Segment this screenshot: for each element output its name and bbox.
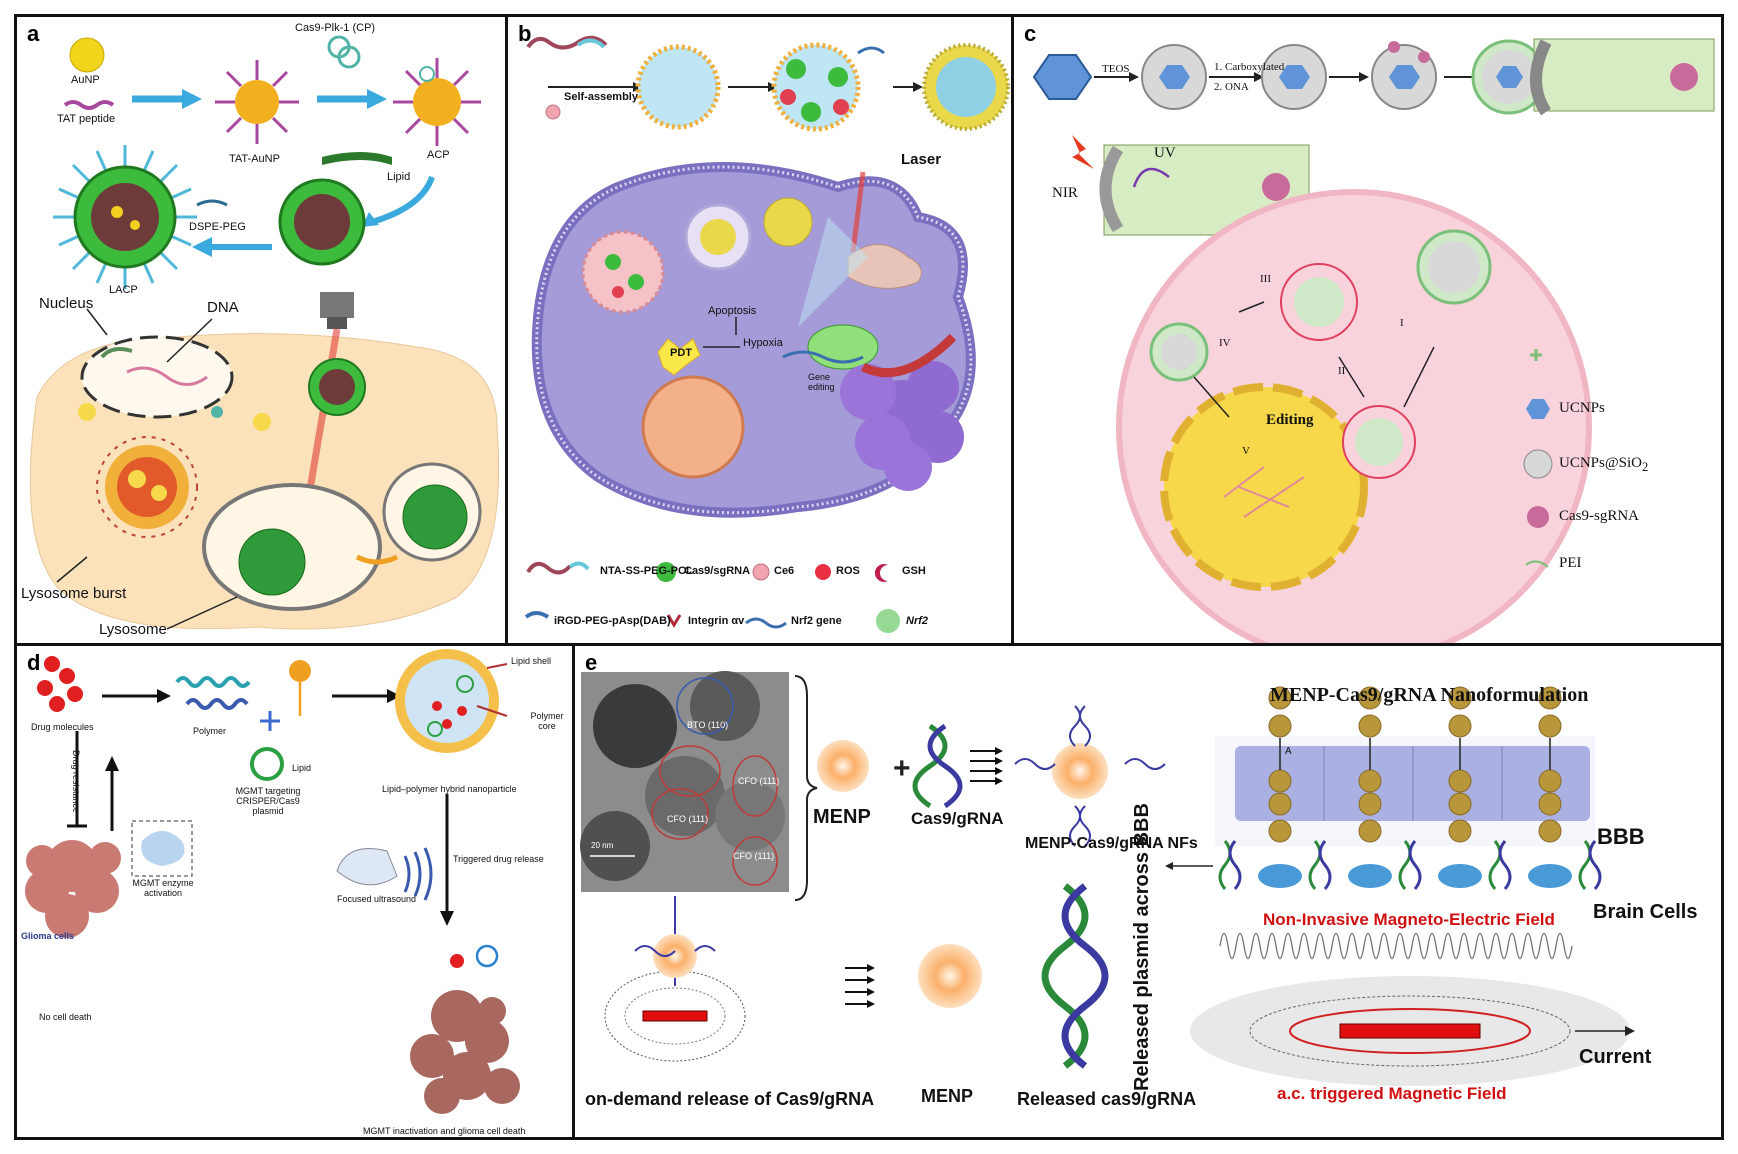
panel-c-graphic (1032, 38, 1715, 643)
tem-label-cfo-3: CFO (111) (733, 851, 775, 861)
roman-2: II (1338, 365, 1346, 377)
cas9-grna-label: Cas9/gRNA (911, 809, 1004, 828)
ac-magnetic-field-label: a.c. triggered Magnetic Field (1277, 1084, 1507, 1103)
legend-nrf2-gene: Nrf2 gene (791, 615, 842, 627)
roman-5: V (1242, 445, 1250, 457)
roman-4: IV (1219, 337, 1231, 349)
panel-b-graphic (524, 35, 1010, 633)
legend-cas9: Cas9/sgRNA (684, 565, 751, 577)
tem-label-bto: BTO (110) (687, 720, 729, 730)
legend-nta: NTA-SS-PEG-PCL (600, 565, 693, 577)
lipid-shell-label: Lipid shell (511, 656, 552, 666)
legend-ucnps-sio2-sub: 2 (1642, 460, 1649, 474)
bbb-label: BBB (1597, 824, 1645, 849)
lipid-label: Lipid (387, 171, 411, 183)
tem-label-cfo-1: CFO (111) (738, 776, 780, 786)
panel-e-graphic: + (580, 671, 1635, 1086)
hybrid-label: Lipid–polymer hybrid nanoparticle (382, 784, 517, 794)
legend-ucnps-sio2-text: UCNPs@SiO (1559, 455, 1643, 471)
lysosome-label: Lysosome (99, 621, 167, 638)
panel-d-graphic (25, 649, 520, 1114)
brain-cells-label: Brain Cells (1593, 901, 1698, 923)
panel-e-label: e (585, 650, 598, 675)
on-demand-release-label: on-demand release of Cas9/gRNA (585, 1089, 875, 1109)
editing-label: Editing (1266, 412, 1314, 428)
lacp-label: LACP (109, 284, 138, 296)
aunp-label: AuNP (71, 74, 100, 86)
self-assembly-label: Self-assembly (564, 91, 638, 103)
apoptosis-label: Apoptosis (708, 305, 757, 317)
focused-ultrasound-label: Focused ultrasound (337, 894, 417, 904)
svg-text:+: + (893, 752, 911, 785)
panel-b: b Self-assembly Laser Apoptosis Hypoxia … (505, 14, 1014, 646)
mgmt-enzyme-label: MGMT enzyme activation (132, 878, 194, 898)
step2-label: 2. ONA (1214, 81, 1249, 93)
legend-gsh: GSH (902, 565, 926, 577)
dspe-peg-label: DSPE-PEG (189, 221, 246, 233)
roman-1: I (1400, 317, 1404, 329)
panel-c: c TEOS 1. Carboxylated 2. ONA UV NIR Edi… (1011, 14, 1724, 646)
gene-editing-label: Gene editing (808, 372, 835, 392)
no-cell-death-label: No cell death (39, 1012, 92, 1022)
step1-label: 1. Carboxylated (1214, 61, 1285, 73)
panel-b-label: b (518, 21, 532, 46)
pdt-label: PDT (670, 347, 692, 359)
legend-integrin: Integrin αv (688, 615, 745, 627)
lysosome-burst-label: Lysosome burst (21, 585, 127, 602)
tem-label-cfo-2: CFO (111) (667, 814, 709, 824)
panel-a: a AuNP TAT peptide Cas9-Plk-1 (CP) TAT-A… (14, 14, 508, 646)
polymer-label: Polymer (193, 726, 227, 736)
legend-cas9-sgrna: Cas9-sgRNA (1559, 508, 1640, 524)
triggered-release-label: Triggered drug release (453, 854, 544, 864)
legend-ucnps-sio2: UCNPs@SiO2 (1559, 455, 1648, 475)
panel-d: d Drug molecules Polymer Lipid Lipid she… (14, 643, 575, 1140)
roman-3: III (1260, 273, 1271, 285)
plasmid-label: MGMT targeting CRISPER/Cas9 plasmid (235, 786, 301, 816)
panel-a-graphic (29, 35, 500, 630)
released-plasmid-vertical-label: Released plasmid across BBB (1131, 803, 1153, 1091)
tat-aunp-label: TAT-AuNP (229, 153, 280, 165)
menp-label-2: MENP (921, 1086, 974, 1106)
drug-resistance-label: Drug resistance (71, 750, 81, 814)
tat-peptide-label: TAT peptide (57, 113, 116, 125)
panel-e: + (572, 643, 1724, 1140)
polymer-core-label: Polymer core (530, 711, 564, 731)
legend-nrf2: Nrf2 (906, 615, 929, 627)
legend-ucnps: UCNPs (1559, 400, 1605, 416)
drug-molecules-label: Drug molecules (31, 722, 94, 732)
teos-label: TEOS (1102, 63, 1130, 75)
current-label: Current (1579, 1046, 1652, 1068)
panel-d-label: d (27, 650, 41, 675)
legend-pei: PEI (1559, 555, 1582, 571)
lipid-label-d: Lipid (292, 763, 312, 773)
nanoformulation-title: MENP-Cas9/gRNA Nanoformulation (1270, 684, 1589, 706)
dna-label: DNA (207, 299, 239, 316)
uv-label: UV (1154, 145, 1176, 161)
glioma-cells-label: Glioma cells (21, 931, 75, 941)
laser-label: Laser (901, 151, 942, 168)
menp-nfs-label: MENP-Cas9/gRNA NFs (1025, 835, 1198, 852)
panel-c-label: c (1024, 21, 1037, 46)
acp-label: ACP (427, 149, 450, 161)
legend-ce6: Ce6 (774, 565, 795, 577)
hypoxia-label: Hypoxia (743, 337, 783, 349)
nucleus-label: Nucleus (39, 295, 94, 312)
released-cas9-label: Released cas9/gRNA (1017, 1089, 1197, 1109)
legend-ros: ROS (836, 565, 860, 577)
cas9-plk-label: Cas9-Plk-1 (CP) (295, 22, 376, 34)
glioma-death-label: MGMT inactivation and glioma cell death (363, 1126, 526, 1136)
legend-irgd: iRGD-PEG-pAsp(DAB) (554, 615, 671, 627)
menp-label: MENP (813, 806, 871, 828)
panel-a-label: a (27, 21, 40, 46)
tem-scale-bar-label: 20 nm (591, 841, 614, 850)
a-marker-label: A (1285, 746, 1292, 757)
nir-label: NIR (1052, 185, 1078, 201)
magneto-electric-field-label: Non-Invasive Magneto-Electric Field (1263, 910, 1555, 929)
